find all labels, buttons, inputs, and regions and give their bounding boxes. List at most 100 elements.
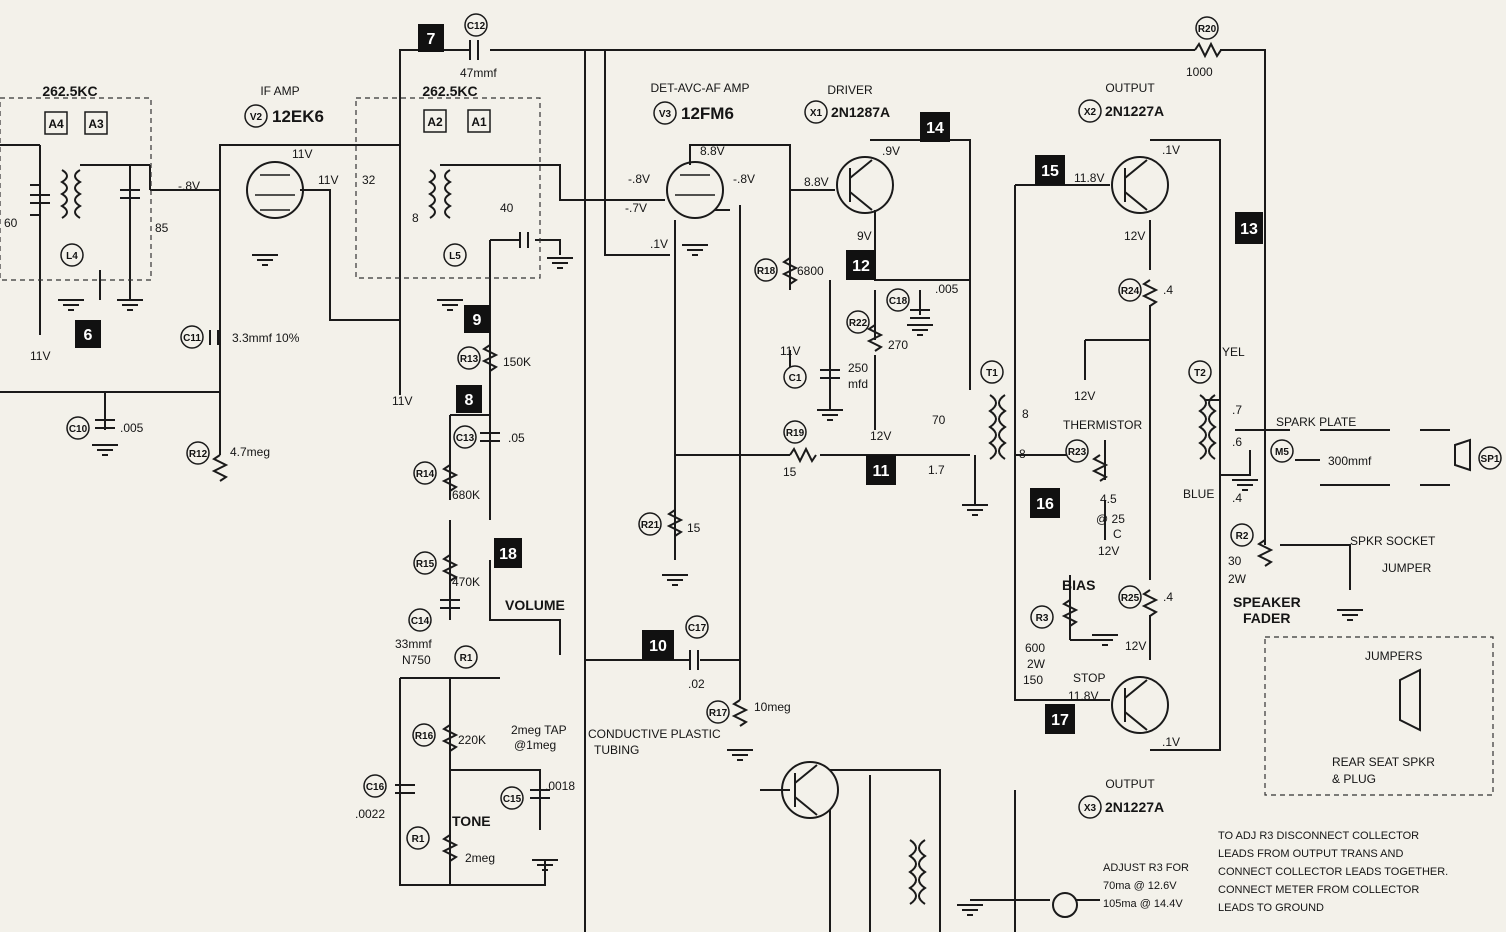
svg-text:12V: 12V — [1124, 229, 1145, 243]
svg-text:16: 16 — [1036, 496, 1054, 513]
svg-text:C14: C14 — [411, 616, 430, 627]
test-point-14: 14 — [920, 112, 950, 142]
svg-text:220K: 220K — [458, 733, 486, 747]
svg-text:& PLUG: & PLUG — [1332, 772, 1376, 786]
svg-text:7: 7 — [427, 31, 436, 48]
svg-text:12V: 12V — [870, 429, 891, 443]
svg-text:15: 15 — [783, 465, 797, 479]
svg-text:.0018: .0018 — [545, 779, 575, 793]
svg-text:12: 12 — [852, 258, 870, 275]
svg-text:L5: L5 — [449, 251, 461, 262]
svg-text:X2: X2 — [1084, 107, 1097, 118]
svg-text:SPEAKER: SPEAKER — [1233, 594, 1301, 610]
svg-text:R23: R23 — [1068, 447, 1087, 458]
test-point-10: 10 — [642, 630, 674, 660]
svg-text:.1V: .1V — [1162, 735, 1180, 749]
svg-text:C13: C13 — [456, 433, 475, 444]
svg-text:11V: 11V — [292, 147, 312, 161]
svg-text:3.3mmf 10%: 3.3mmf 10% — [232, 331, 300, 345]
svg-text:33mmf: 33mmf — [395, 637, 432, 651]
svg-text:YEL: YEL — [1222, 345, 1245, 359]
svg-text:C1: C1 — [789, 373, 802, 384]
svg-text:47mmf: 47mmf — [460, 66, 497, 80]
test-point-6: 6 — [75, 320, 101, 348]
svg-text:12V: 12V — [1125, 639, 1146, 653]
svg-text:mfd: mfd — [848, 377, 868, 391]
component-labels: C12 47mmf C11 3.3mmf 10% C10 .005 R12 4.… — [66, 13, 1502, 865]
svg-text:10: 10 — [649, 638, 667, 655]
svg-text:6800: 6800 — [797, 264, 824, 278]
svg-text:BLUE: BLUE — [1183, 487, 1214, 501]
test-point-11: 11 — [866, 455, 896, 485]
if-amp-part: 12EK6 — [272, 107, 324, 126]
svg-text:R17: R17 — [709, 708, 728, 719]
coils — [60, 169, 1217, 905]
svg-text:STOP: STOP — [1073, 671, 1105, 685]
test-point-15: 15 — [1035, 155, 1065, 185]
svg-text:LEADS TO GROUND: LEADS TO GROUND — [1218, 902, 1324, 914]
meter-symbol — [1052, 892, 1078, 918]
test-points: 7 6 9 8 18 10 14 12 15 13 11 16 17 — [75, 24, 1263, 734]
svg-text:R3: R3 — [1036, 613, 1049, 624]
svg-text:9: 9 — [473, 312, 482, 329]
svg-text:11: 11 — [873, 463, 890, 480]
svg-text:11.8V: 11.8V — [1074, 171, 1104, 185]
svg-text:270: 270 — [888, 338, 908, 352]
svg-text:-.8V: -.8V — [628, 172, 650, 186]
svg-text:T1: T1 — [986, 368, 998, 379]
svg-text:X3: X3 — [1084, 803, 1097, 814]
svg-text:R14: R14 — [416, 469, 435, 480]
if-amp-title: IF AMP — [260, 84, 299, 98]
output-top-title: OUTPUT — [1105, 81, 1155, 95]
svg-text:R16: R16 — [415, 731, 434, 742]
transistor-x3 — [1111, 676, 1169, 734]
svg-text:A3: A3 — [88, 117, 104, 131]
det-part: 12FM6 — [681, 104, 734, 123]
svg-text:70ma @ 12.6V: 70ma @ 12.6V — [1103, 880, 1177, 892]
det-title: DET-AVC-AF AMP — [650, 81, 749, 95]
svg-text:R22: R22 — [849, 318, 868, 329]
svg-text:470K: 470K — [452, 575, 480, 589]
svg-text:C16: C16 — [366, 782, 385, 793]
svg-text:8: 8 — [1019, 447, 1026, 461]
svg-text:N750: N750 — [402, 653, 431, 667]
svg-text:C10: C10 — [69, 424, 88, 435]
stage-headers: IF AMP V2 12EK6 DET-AVC-AF AMP V3 12FM6 … — [244, 81, 1164, 819]
svg-text:13: 13 — [1240, 221, 1258, 238]
svg-text:14: 14 — [926, 120, 944, 137]
svg-text:CONNECT COLLECTOR LEADS TOGETH: CONNECT COLLECTOR LEADS TOGETHER. — [1218, 866, 1448, 878]
driver-part: 2N1287A — [831, 104, 890, 120]
test-point-16: 16 — [1030, 488, 1060, 518]
svg-text:JUMPER: JUMPER — [1382, 561, 1432, 575]
svg-text:LEADS FROM OUTPUT TRANS AND: LEADS FROM OUTPUT TRANS AND — [1218, 848, 1403, 860]
svg-text:600: 600 — [1025, 641, 1045, 655]
test-point-18: 18 — [494, 538, 522, 568]
svg-text:TO ADJ R3 DISCONNECT COLLECTOR: TO ADJ R3 DISCONNECT COLLECTOR — [1218, 830, 1419, 842]
svg-text:105ma @ 14.4V: 105ma @ 14.4V — [1103, 898, 1183, 910]
svg-text:2W: 2W — [1228, 572, 1247, 586]
svg-text:R1: R1 — [412, 834, 425, 845]
svg-text:70: 70 — [932, 413, 946, 427]
svg-text:C17: C17 — [688, 623, 707, 634]
svg-text:.6: .6 — [1232, 435, 1242, 449]
svg-text:VOLUME: VOLUME — [505, 597, 565, 613]
svg-text:60: 60 — [4, 216, 18, 230]
svg-text:150: 150 — [1023, 673, 1043, 687]
svg-text:4.5: 4.5 — [1100, 492, 1117, 506]
svg-text:.4: .4 — [1232, 491, 1242, 505]
svg-text:REAR SEAT SPKR: REAR SEAT SPKR — [1332, 755, 1435, 769]
svg-text:A1: A1 — [471, 115, 487, 129]
svg-text:ADJUST R3 FOR: ADJUST R3 FOR — [1103, 862, 1189, 874]
svg-text:R15: R15 — [416, 559, 435, 570]
svg-text:17: 17 — [1051, 712, 1069, 729]
transistor-x1 — [836, 156, 894, 214]
svg-text:R1: R1 — [460, 653, 473, 664]
test-point-7: 7 — [418, 24, 444, 52]
svg-text:R13: R13 — [460, 354, 479, 365]
svg-text:M5: M5 — [1275, 447, 1289, 458]
svg-text:T2: T2 — [1194, 368, 1206, 379]
svg-text:V2: V2 — [250, 112, 263, 123]
svg-text:12V: 12V — [1098, 544, 1119, 558]
svg-text:A4: A4 — [48, 117, 64, 131]
svg-text:15: 15 — [1041, 163, 1059, 180]
